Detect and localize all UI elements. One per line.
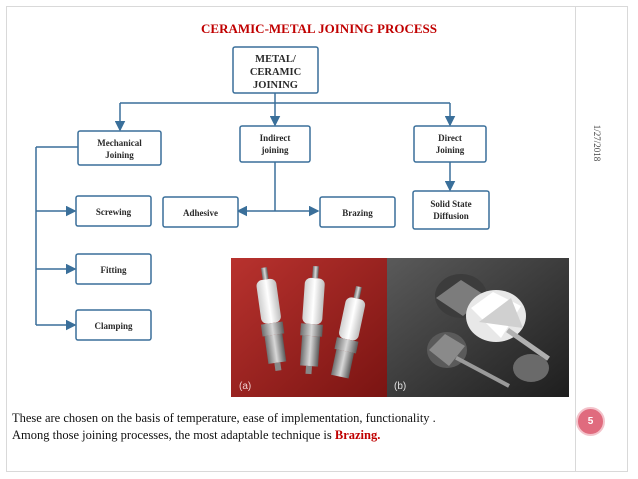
solid-state-line-1: Solid State bbox=[430, 199, 471, 209]
screwing-label: Screwing bbox=[96, 207, 132, 217]
svg-text:Solid State: Solid State bbox=[430, 199, 471, 209]
brazing-label: Brazing bbox=[342, 208, 373, 218]
photo-label-a: (a) bbox=[239, 381, 251, 392]
node-mechanical-box bbox=[77, 130, 162, 166]
spark-plugs-photo: (a) bbox=[231, 258, 387, 397]
svg-text:CERAMIC: CERAMIC bbox=[250, 67, 301, 78]
mechanical-line-1: Mechanical bbox=[97, 138, 142, 148]
svg-text:joining: joining bbox=[260, 145, 289, 155]
svg-text:JOINING: JOINING bbox=[253, 80, 298, 91]
fitting-label: Fitting bbox=[101, 265, 127, 275]
node-indirect-box bbox=[239, 125, 311, 163]
photo-label-b: (b) bbox=[394, 381, 406, 392]
body-line-1: These are chosen on the basis of tempera… bbox=[12, 411, 436, 425]
root-line-2: CERAMIC bbox=[250, 67, 301, 78]
svg-text:Diffusion: Diffusion bbox=[433, 211, 469, 221]
slide-frame bbox=[6, 6, 628, 472]
svg-text:Joining: Joining bbox=[105, 150, 134, 160]
node-clamping-box bbox=[75, 309, 152, 341]
body-line-2: Among those joining processes, the most … bbox=[12, 427, 574, 444]
svg-text:Direct: Direct bbox=[438, 133, 462, 143]
adhesive-label: Adhesive bbox=[183, 208, 218, 218]
svg-text:METAL/: METAL/ bbox=[255, 54, 297, 65]
indirect-line-1: Indirect bbox=[260, 133, 291, 143]
root-line-3: JOINING bbox=[253, 80, 298, 91]
slide-title: CERAMIC-METAL JOINING PROCESS bbox=[201, 21, 437, 36]
page-number-badge: 5 bbox=[576, 407, 605, 436]
svg-text:Mechanical: Mechanical bbox=[97, 138, 142, 148]
node-screwing-box bbox=[75, 195, 152, 227]
root-line-1: METAL/ bbox=[255, 54, 297, 65]
node-brazing-box bbox=[319, 196, 396, 228]
solid-state-line-2: Diffusion bbox=[433, 211, 469, 221]
svg-text:Indirect: Indirect bbox=[260, 133, 291, 143]
node-fitting-box bbox=[75, 253, 152, 285]
node-root-box bbox=[232, 46, 319, 94]
clamping-label: Clamping bbox=[94, 321, 133, 331]
node-direct-box bbox=[413, 125, 487, 163]
node-adhesive-box bbox=[162, 196, 239, 228]
mechanical-line-2: Joining bbox=[105, 150, 134, 160]
body-line-2-prefix: Among those joining processes, the most … bbox=[12, 428, 335, 442]
direct-line-2: Joining bbox=[436, 145, 465, 155]
indirect-line-2: joining bbox=[260, 145, 289, 155]
slide-divider bbox=[575, 6, 576, 472]
svg-text:Joining: Joining bbox=[436, 145, 465, 155]
turbine-rotors-photo: (b) bbox=[387, 258, 569, 397]
brazing-emphasis: Brazing. bbox=[334, 428, 381, 442]
node-solid-state-box bbox=[412, 190, 490, 230]
body-text: These are chosen on the basis of tempera… bbox=[12, 410, 574, 444]
photo-panel: (a) (b) bbox=[231, 258, 569, 397]
direct-line-1: Direct bbox=[438, 133, 462, 143]
